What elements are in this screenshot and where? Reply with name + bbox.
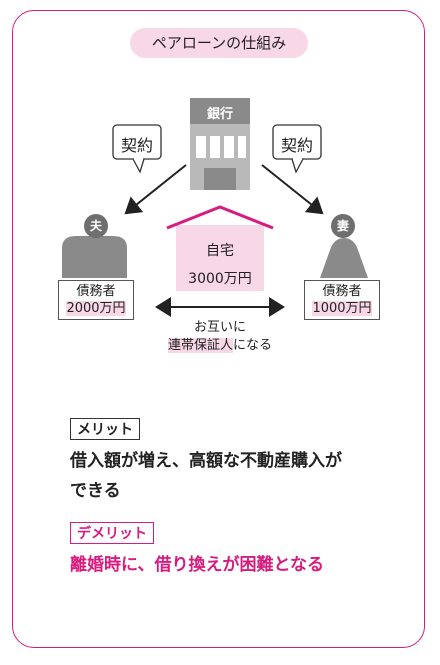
wife-figure-icon xyxy=(320,238,368,278)
house-icon xyxy=(166,205,274,291)
demerit-text: 離婚時に、借り換えが困難となる xyxy=(70,555,324,575)
demerit-tag: デメリット xyxy=(70,522,154,544)
contract-label-left: 契約 xyxy=(121,136,154,155)
house-name: 自宅 xyxy=(206,243,234,259)
diagram-title: ペアローンの仕組み xyxy=(130,28,308,58)
house-label: 自宅 3000万円 xyxy=(176,237,264,293)
husband-amount: 2000万円 xyxy=(66,301,126,316)
bank-building-icon xyxy=(190,98,250,190)
contract-label-right: 契約 xyxy=(281,136,314,155)
husband-figure-icon xyxy=(62,236,127,278)
husband-badge: 夫 xyxy=(84,214,108,238)
wife-debtor-box: 債務者 1000万円 xyxy=(304,280,380,320)
wife-amount: 1000万円 xyxy=(312,301,372,316)
wife-role: 債務者 xyxy=(322,284,362,299)
mutual-line1: お互いに xyxy=(193,320,246,335)
merit-tag: メリット xyxy=(70,418,140,440)
contract-bubble-right xyxy=(272,124,322,174)
contract-bubble-left xyxy=(112,124,162,174)
house-price: 3000万円 xyxy=(188,271,252,287)
merit-text-line1: 借入額が増え、高額な不動産購入が xyxy=(70,451,342,471)
wife-badge: 妻 xyxy=(331,214,355,238)
husband-debtor-box: 債務者 2000万円 xyxy=(58,280,134,320)
diagram-card xyxy=(12,10,425,648)
mutual-tail: になる xyxy=(233,338,273,353)
arrow-bank-to-husband xyxy=(124,164,187,215)
merit-text-line2: できる xyxy=(70,481,121,501)
husband-role: 債務者 xyxy=(76,284,116,299)
mutual-highlight: 連帯保証人 xyxy=(167,338,233,353)
arrow-bank-to-wife xyxy=(261,164,324,215)
bank-label: 銀行 xyxy=(206,107,233,122)
mutual-guarantor-note: お互いに 連帯保証人になる xyxy=(150,319,290,355)
